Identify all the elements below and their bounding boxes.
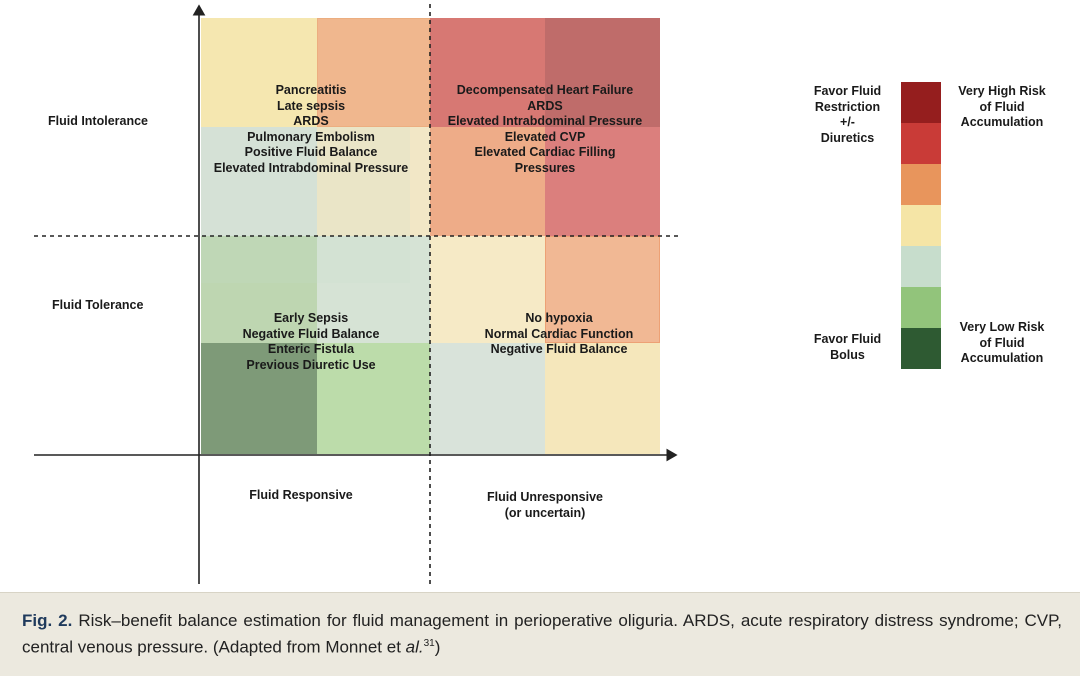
quadrant-bottom-right-label: No hypoxia Normal Cardiac Function Negat… [484, 311, 634, 356]
overlay-tl-green [201, 127, 410, 283]
cell-tr-4 [545, 127, 660, 236]
cell-bl-1 [201, 236, 317, 343]
figure-number: Fig. 2. [22, 611, 73, 630]
cell-tr-1 [430, 18, 545, 127]
cell-br-1 [430, 236, 545, 343]
legend-swatch-medium [901, 164, 941, 205]
overlay-tl-orange [317, 18, 430, 127]
cell-bl-4 [317, 343, 430, 454]
legend-very-high-risk: Very High Risk of Fluid Accumulation [958, 84, 1046, 129]
row-label-fluid-tolerance: Fluid Tolerance [52, 298, 144, 312]
legend-swatch-very-high [901, 82, 941, 123]
quadrant-top-left-label: Pancreatitis Late sepsis ARDS Pulmonary … [213, 83, 409, 175]
col-label-fluid-unresponsive: Fluid Unresponsive (or uncertain) [487, 490, 603, 520]
caption-close: ) [434, 637, 441, 657]
legend-favor-restriction: Favor Fluid Restriction +/- Diuretics [813, 84, 882, 145]
figure-caption: Fig. 2.Risk–benefit balance estimation f… [22, 609, 1062, 659]
cell-bl-3 [201, 343, 317, 454]
cell-tl-2 [317, 18, 430, 127]
cell-br-2 [545, 236, 660, 343]
legend-swatch-very-low [901, 287, 941, 328]
legend-swatch-low [901, 246, 941, 287]
quadrant-bottom-left-label: Early Sepsis Negative Fluid Balance Ente… [242, 311, 380, 372]
caption-bar: Fig. 2.Risk–benefit balance estimation f… [0, 592, 1080, 676]
cell-bl-2 [317, 236, 430, 343]
cell-tl-4 [317, 127, 430, 236]
cell-tr-2 [545, 18, 660, 127]
legend-swatch-lowest [901, 328, 941, 369]
caption-text: Risk–benefit balance estimation for flui… [22, 611, 1062, 657]
legend-very-low-risk: Very Low Risk of Fluid Accumulation [959, 320, 1045, 365]
cell-tr-3 [430, 127, 545, 236]
cell-tl-3 [201, 127, 317, 236]
caption-reference: 31 [423, 638, 435, 649]
cell-br-3 [430, 343, 545, 454]
legend-swatch-low-medium [901, 205, 941, 246]
caption-italic: al. [405, 637, 424, 657]
risk-benefit-diagram: Pancreatitis Late sepsis ARDS Pulmonary … [34, 4, 1046, 584]
legend-favor-bolus: Favor Fluid Bolus [813, 332, 882, 362]
quadrant-top-right-label: Decompensated Heart Failure ARDS Elevate… [447, 83, 643, 175]
cell-tl-1 [201, 18, 317, 127]
row-label-fluid-intolerance: Fluid Intolerance [48, 114, 149, 128]
cell-br-4 [545, 343, 660, 454]
axes-layer [34, 4, 680, 584]
col-label-fluid-responsive: Fluid Responsive [249, 488, 353, 502]
legend-swatch-high [901, 123, 941, 164]
